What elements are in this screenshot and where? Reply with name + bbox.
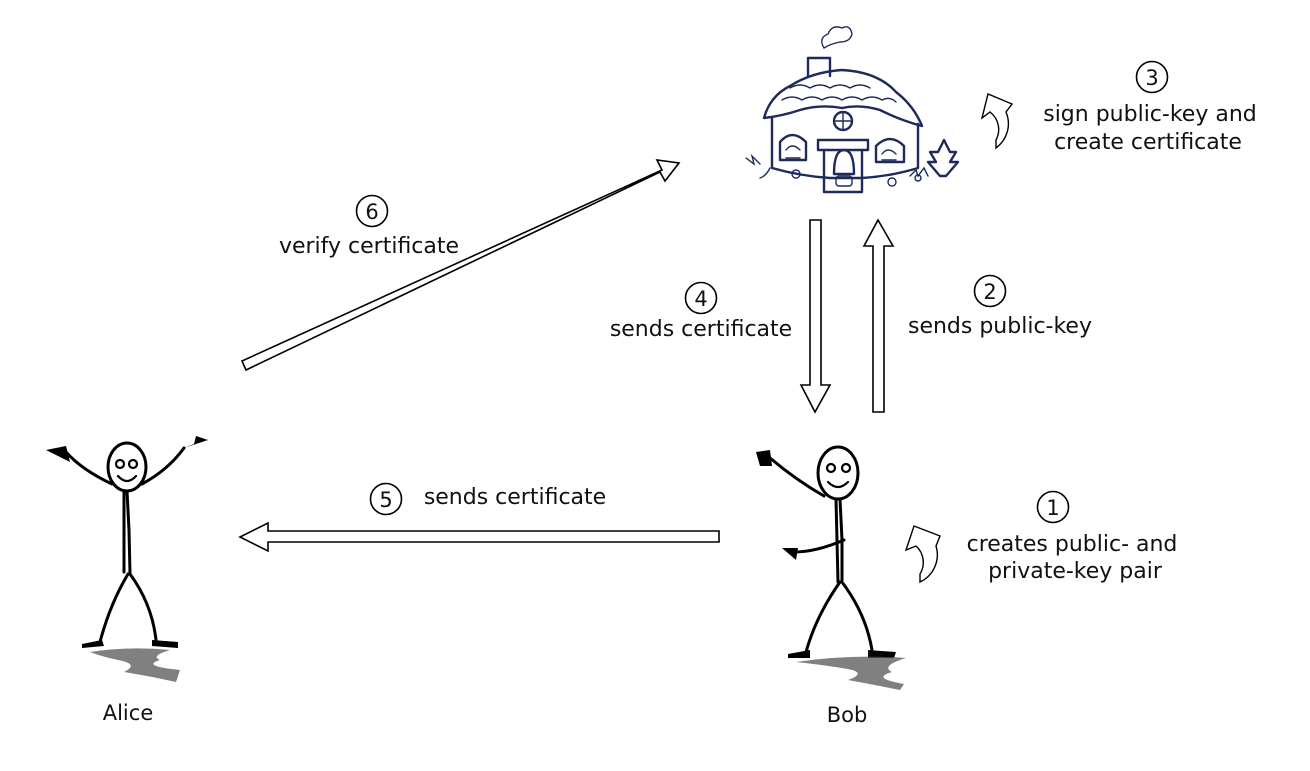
step-6-badge (355, 194, 389, 228)
cottage-icon (745, 26, 960, 194)
arrow-sends-certificate-down (799, 219, 832, 414)
step-3-label-line1: sign public-key and (1043, 102, 1257, 127)
step-2-label: sends public-key (908, 314, 1092, 339)
step-6-number: 6 (365, 200, 378, 224)
curved-arrow-icon (904, 525, 941, 584)
stick-figure-cheering-icon (46, 436, 208, 682)
step-1-badge (1036, 490, 1070, 524)
step-6-label: verify certificate (279, 234, 459, 259)
alice-label: Alice (103, 701, 154, 725)
curved-arrow-icon (980, 93, 1014, 150)
arrow-sends-public-key-up (862, 218, 895, 413)
stick-figure-waving-icon (756, 445, 906, 690)
arrow-verify-certificate (240, 159, 681, 372)
arrow-sends-certificate-left (238, 521, 720, 553)
step-5-badge (369, 482, 403, 516)
step-2-badge (973, 274, 1007, 308)
step-4-number: 4 (694, 287, 707, 311)
step-1-label-line1: creates public- and (967, 532, 1178, 557)
step-3-number: 3 (1145, 66, 1158, 90)
step-2-number: 2 (983, 280, 996, 304)
step-3-label-line2: create certificate (1054, 130, 1242, 155)
step-5-number: 5 (379, 488, 392, 512)
bob-label: Bob (827, 703, 868, 727)
step-4-badge (684, 281, 718, 315)
step-1-label-line2: private-key pair (988, 559, 1163, 584)
step-3-badge (1135, 60, 1169, 94)
step-4-label: sends certificate (610, 317, 792, 342)
step-5-label: sends certificate (424, 485, 606, 510)
step-1-number: 1 (1046, 496, 1059, 520)
